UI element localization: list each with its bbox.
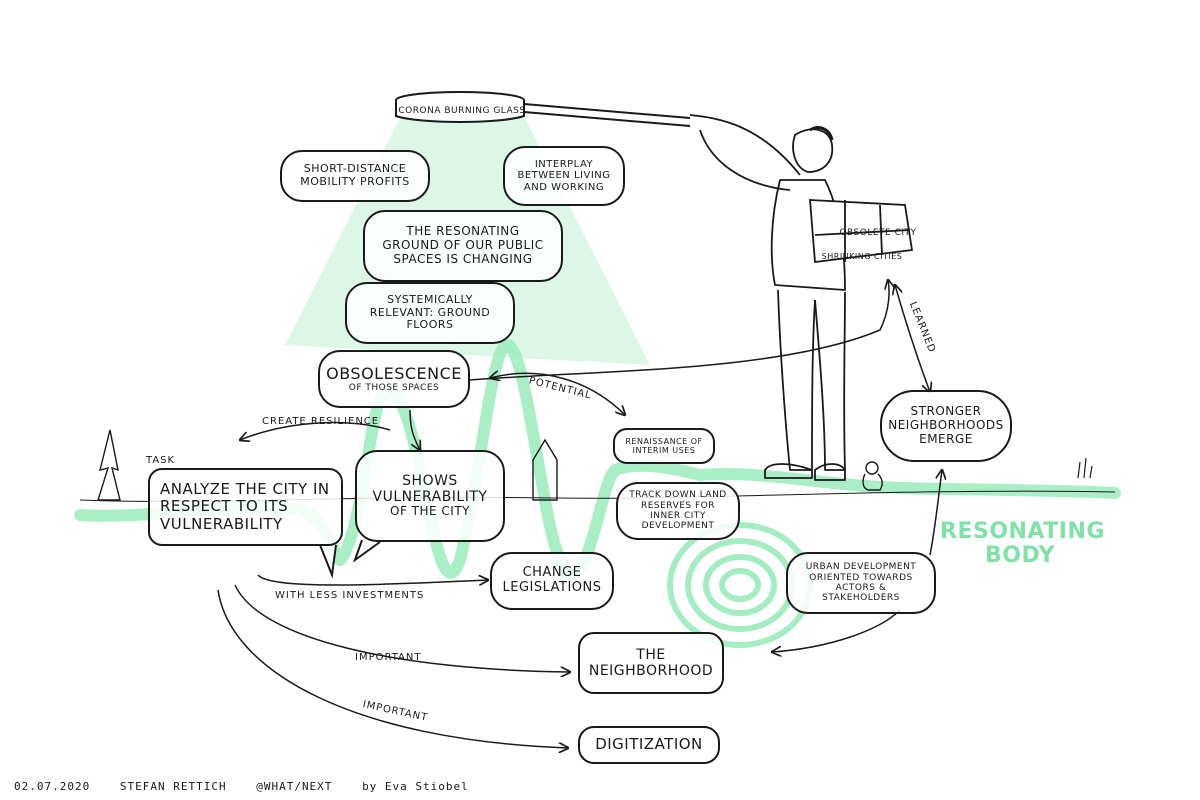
arrow-important-digitization xyxy=(217,589,568,748)
bubble-change-legislations: CHANGE LEGISLATIONS xyxy=(490,552,614,610)
arrow-important-neighborhood xyxy=(234,584,570,672)
label-create-resilience: CREATE RESILIENCE xyxy=(262,416,380,427)
bubble-text: THE NEIGHBORHOOD xyxy=(588,646,714,679)
label-task: TASK xyxy=(146,455,176,466)
bubble-text: DIGITIZATION xyxy=(595,735,703,754)
bubble-text: TRACK DOWN LAND RESERVES FOR INNER CITY … xyxy=(629,490,727,532)
bubble-text: RENAISSANCE OF INTERIM USES xyxy=(625,436,703,455)
lens-label: CORONA BURNING GLASS xyxy=(398,106,526,116)
arrow-potential xyxy=(490,373,625,415)
bubble-interplay: INTERPLAY BETWEEN LIVING AND WORKING xyxy=(503,146,625,206)
bubble-digitization: DIGITIZATION xyxy=(578,726,720,764)
bubble-obsolescence: OBSOLESCENCE OF THOSE SPACES xyxy=(318,350,470,408)
bubble-title: SHOWS VULNERABILITY xyxy=(372,473,488,506)
bubble-text: CHANGE LEGISLATIONS xyxy=(502,565,602,595)
bubble-analyze-city: ANALYZE THE CITY IN RESPECT TO ITS VULNE… xyxy=(148,468,343,546)
bubble-subtitle: OF THE CITY xyxy=(390,504,470,519)
bubble-text: INTERPLAY BETWEEN LIVING AND WORKING xyxy=(517,158,611,193)
credit-date: 02.07.2020 xyxy=(14,780,91,793)
bubble-stronger-neighborhoods: STRONGER NEIGHBORHOODS EMERGE xyxy=(880,390,1012,462)
bubble-text: STRONGER NEIGHBORHOODS EMERGE xyxy=(888,404,1004,446)
bubble-subtitle: OF THOSE SPACES xyxy=(348,383,440,394)
bubble-short-distance-mobility: SHORT-DISTANCE MOBILITY PROFITS xyxy=(280,150,430,202)
bubble-text: SYSTEMICALLY RELEVANT: GROUND FLOORS xyxy=(369,293,491,332)
credit-event: @WHAT/NEXT xyxy=(256,780,333,793)
lens-band xyxy=(395,100,525,123)
arrow-urban-to-stronger xyxy=(929,470,942,556)
label-with-less-investments: WITH LESS INVESTMENTS xyxy=(275,590,425,601)
backpack xyxy=(809,199,914,264)
bubble-shows-vulnerability: SHOWS VULNERABILITY OF THE CITY xyxy=(355,450,505,542)
backpack-label-top: OBSOLETE CITY xyxy=(839,228,917,238)
credit-speaker: STEFAN RETTICH xyxy=(119,780,227,793)
resonating-body-label: RESONATING BODY xyxy=(940,519,1105,569)
arrow-obsolescence-to-shows xyxy=(409,409,420,450)
credit-artist: by Eva Stiobel xyxy=(362,780,469,793)
bubble-the-neighborhood: THE NEIGHBORHOOD xyxy=(578,632,724,694)
label-important-1: IMPORTANT xyxy=(355,652,422,663)
analyze-bubble-tail xyxy=(319,544,337,579)
credit-line: 02.07.2020 STEFAN RETTICH @WHAT/NEXT by … xyxy=(14,780,491,793)
arrow-obsolescence-to-backpack xyxy=(469,280,889,381)
cat-icon xyxy=(862,461,883,491)
bubble-resonating-ground: THE RESONATING GROUND OF OUR PUBLIC SPAC… xyxy=(363,210,563,282)
bubble-systemically-relevant: SYSTEMICALLY RELEVANT: GROUND FLOORS xyxy=(345,282,515,344)
bubble-text: THE RESONATING GROUND OF OUR PUBLIC SPAC… xyxy=(382,224,544,266)
bubble-renaissance-interim: RENAISSANCE OF INTERIM USES xyxy=(613,428,715,464)
arrow-urban-to-neighborhood xyxy=(772,609,901,652)
bubble-track-down: TRACK DOWN LAND RESERVES FOR INNER CITY … xyxy=(616,482,740,540)
backpack-label-bottom: SHRINKING CITIES xyxy=(821,252,903,261)
arrow-learned xyxy=(895,285,930,392)
shows-bubble-tail xyxy=(353,539,381,563)
grass-tuft xyxy=(1077,457,1093,479)
lens-handle xyxy=(523,103,691,127)
bubble-text: URBAN DEVELOPMENT ORIENTED TOWARDS ACTOR… xyxy=(805,562,917,604)
resonance-wave xyxy=(74,338,1121,580)
bubble-title: OBSOLESCENCE xyxy=(326,363,462,383)
bubble-text: SHORT-DISTANCE MOBILITY PROFITS xyxy=(300,162,410,188)
bubble-urban-development: URBAN DEVELOPMENT ORIENTED TOWARDS ACTOR… xyxy=(786,552,936,614)
tower-icon xyxy=(532,438,558,501)
arrow-less-investments xyxy=(257,574,488,586)
arrow-create-resilience xyxy=(240,421,391,440)
person-figure xyxy=(689,114,846,481)
bubble-text: ANALYZE THE CITY IN RESPECT TO ITS VULNE… xyxy=(160,480,330,533)
tree-icon xyxy=(97,429,121,501)
